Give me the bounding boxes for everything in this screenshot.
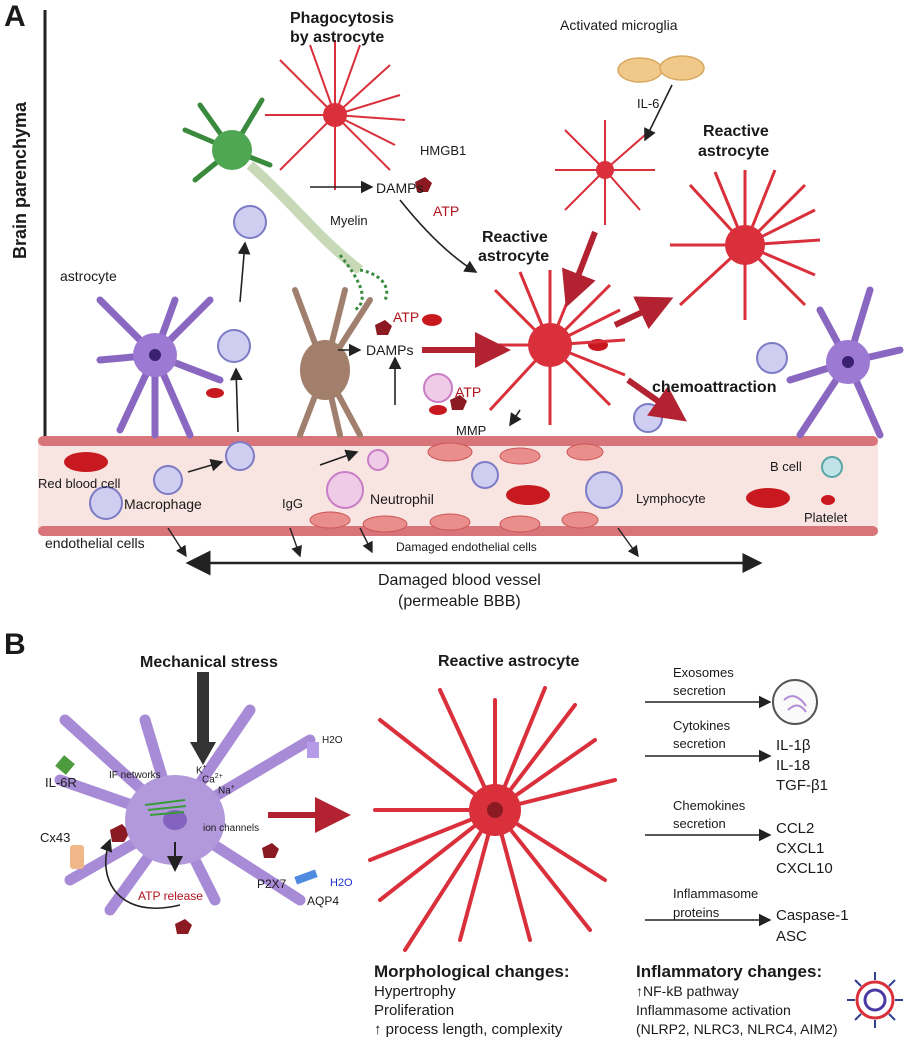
myelin-axon: [246, 161, 364, 274]
mechanical-stress-label: Mechanical stress: [140, 654, 278, 671]
ion-k-label: K+: [196, 764, 207, 777]
chemokine-item: CXCL1: [776, 840, 825, 857]
damaged-vessel-label-1: Damaged blood vessel: [378, 572, 541, 589]
output-arrows: [645, 695, 772, 927]
damps-top-label: DAMPs: [376, 180, 424, 196]
atp-release-label: ATP release: [138, 889, 203, 903]
reactive-astrocyte-right: [670, 169, 821, 320]
panel-a-letter: A: [4, 0, 26, 33]
ion-ca-label: Ca2+: [202, 773, 223, 786]
b-cell-label: B cell: [770, 459, 802, 474]
inflammasome-item: Caspase-1: [776, 907, 849, 924]
aqp4-icon: [294, 869, 318, 885]
inflammasome-label-2: proteins: [673, 905, 720, 920]
mmp-label: MMP: [456, 423, 487, 438]
morph-item: ↑ process length, complexity: [374, 1021, 563, 1038]
inflammasome-label-1: Inflammasome: [673, 886, 759, 901]
inflammasome-item: ASC: [776, 928, 807, 945]
exosomes-label-1: Exosomes: [673, 665, 734, 680]
cytokines-label-2: secretion: [673, 736, 726, 751]
neuron-brown: [292, 287, 373, 438]
b-cell: [821, 456, 843, 478]
cytokines-label-1: Cytokines: [673, 718, 731, 733]
if-networks-label: IF networks: [109, 770, 161, 781]
astrocyte-right: [786, 286, 904, 439]
cx43-icon: [70, 845, 84, 869]
red-arrows: [268, 230, 687, 833]
exosome-icon: [772, 679, 818, 725]
damaged-vessel-label-2: (permeable BBB): [398, 593, 521, 610]
lymphocyte-label: Lymphocyte: [636, 491, 706, 506]
h2o-top-label: H2O: [322, 735, 343, 746]
inflam-item: Inflammasome activation: [636, 1002, 791, 1018]
cx43-label: Cx43: [40, 830, 71, 845]
atp-neutrophil-label: ATP: [455, 384, 482, 400]
chemokine-item: CXCL10: [776, 860, 833, 877]
damps-mid-label: DAMPs: [366, 342, 414, 358]
reactive-astrocyte-small: [555, 120, 655, 225]
damaged-endothelial-cells: [309, 442, 604, 533]
endothelial-cells-label: endothelial cells: [45, 535, 145, 551]
astrocyte-label: astrocyte: [60, 268, 117, 284]
morph-item: Proliferation: [374, 1002, 455, 1019]
cytokine-item: IL-1β: [776, 737, 811, 754]
ion-na-label: Na+: [218, 784, 235, 797]
chemokines-label-2: secretion: [673, 816, 726, 831]
myelin-label: Myelin: [330, 213, 368, 228]
atp-molecules: [110, 177, 467, 934]
neuron-green: [182, 97, 273, 183]
chemoattraction-label: chemoattraction: [652, 379, 777, 396]
h2o-channel-icon: [307, 742, 319, 758]
igg-label: IgG: [282, 496, 303, 511]
ion-channels-label: ion channels: [203, 823, 260, 834]
morph-item: Hypertrophy: [374, 983, 456, 1000]
reactive-astrocyte-b: [368, 686, 617, 952]
red-blood-cells: [64, 314, 835, 508]
activated-microglia-label: Activated microglia: [560, 17, 678, 33]
neutrophils: [326, 373, 453, 509]
inflammasome-icon: [847, 972, 903, 1028]
p2x7-label: P2X7: [257, 877, 287, 891]
panel-b-letter: B: [4, 628, 26, 661]
atp-top-label: ATP: [433, 203, 460, 219]
il6r-icon: [55, 755, 75, 775]
exosomes-label-2: secretion: [673, 683, 726, 698]
cytokine-item: IL-18: [776, 757, 811, 774]
cytokine-item: TGF-β1: [776, 777, 828, 794]
morph-title: Morphological changes:: [374, 962, 570, 981]
il6r-label: IL-6R: [45, 775, 77, 790]
reactive-astrocyte-phago: [265, 40, 406, 190]
chemokines-label-1: Chemokines: [673, 798, 746, 813]
astrocyte-left: [96, 296, 224, 439]
platelet-label: Platelet: [804, 510, 848, 525]
if-network-icon: [144, 799, 187, 816]
inflam-item: ↑NF-kB pathway: [636, 983, 739, 999]
aqp4-label: AQP4: [307, 894, 340, 908]
h2o-bottom-label: H2O: [330, 877, 353, 889]
hmgb1-label: HMGB1: [420, 143, 467, 158]
chemokine-item: CCL2: [776, 820, 815, 837]
brain-parenchyma-label: Brain parenchyma: [10, 101, 31, 260]
damaged-endothelial-label: Damaged endothelial cells: [396, 540, 537, 554]
red-blood-cell-label: Red blood cell: [38, 476, 121, 491]
phagocytosis-label-1: Phagocytosis: [290, 10, 395, 27]
neutrophil-label: Neutrophil: [370, 491, 434, 507]
phagocytosis-label-2: by astrocyte: [290, 29, 385, 46]
panel-a-arrows: [187, 84, 673, 473]
reactive-astrocyte-right-1: Reactive: [703, 123, 769, 140]
reactive-astrocyte-b-label: Reactive astrocyte: [438, 653, 580, 670]
inflam-item: (NLRP2, NLRC3, NLRC4, AIM2): [636, 1021, 838, 1037]
reactive-astrocyte-mid-2: astrocyte: [478, 248, 550, 265]
macrophage-label: Macrophage: [124, 496, 202, 512]
inflam-title: Inflammatory changes:: [636, 962, 823, 981]
microglia: [617, 55, 705, 83]
il6-label: IL-6: [637, 96, 660, 111]
reactive-astrocyte-right-2: astrocyte: [698, 143, 770, 160]
atp-mid-label: ATP: [393, 309, 420, 325]
immune-cells: [89, 205, 788, 520]
reactive-astrocyte-mid-1: Reactive: [482, 229, 548, 246]
